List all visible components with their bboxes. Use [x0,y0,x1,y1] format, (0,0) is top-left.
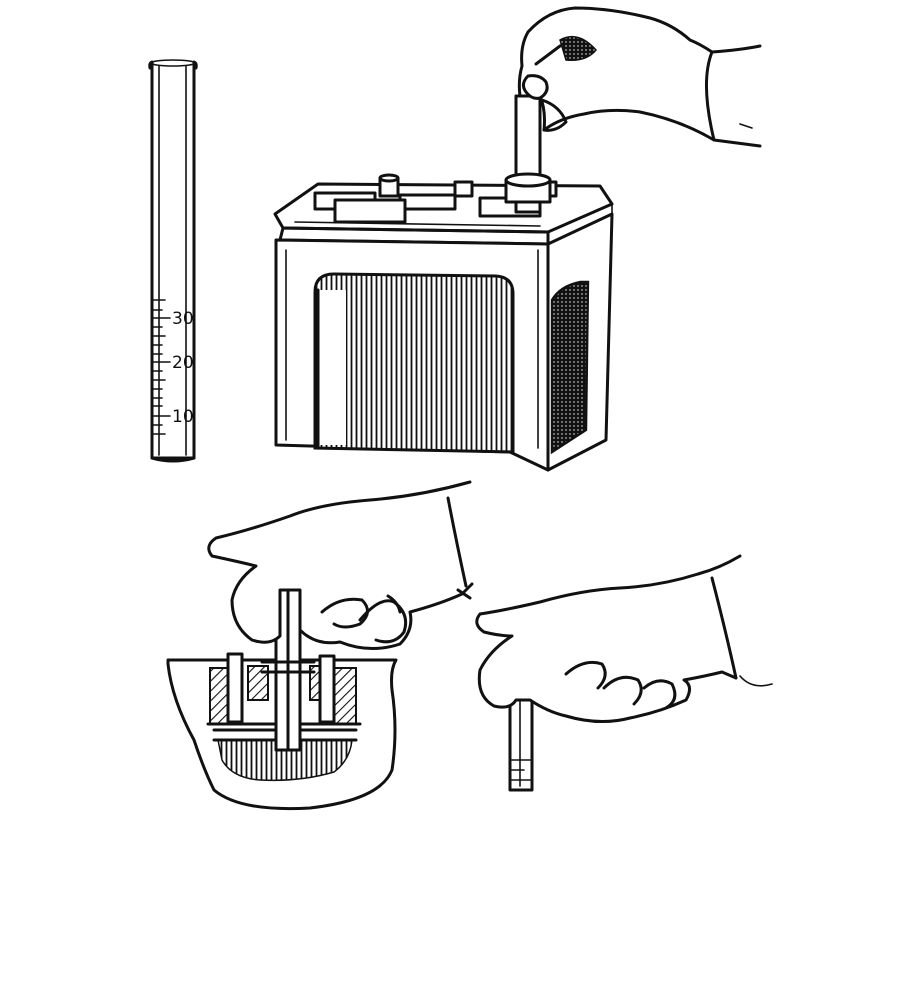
graduated-tube: 30 20 10 [148,59,198,463]
tube-scale-label-10: 10 [172,407,194,427]
tube-scale-label-20: 20 [172,353,194,373]
lower-left-hand [207,480,474,650]
tube-scale-label-30: 30 [172,309,194,329]
lower-right-hand [475,554,773,724]
cell-cross-section [166,584,398,811]
battery [273,173,614,472]
top-hand [517,6,762,148]
tube-scale-ticks [151,299,171,435]
